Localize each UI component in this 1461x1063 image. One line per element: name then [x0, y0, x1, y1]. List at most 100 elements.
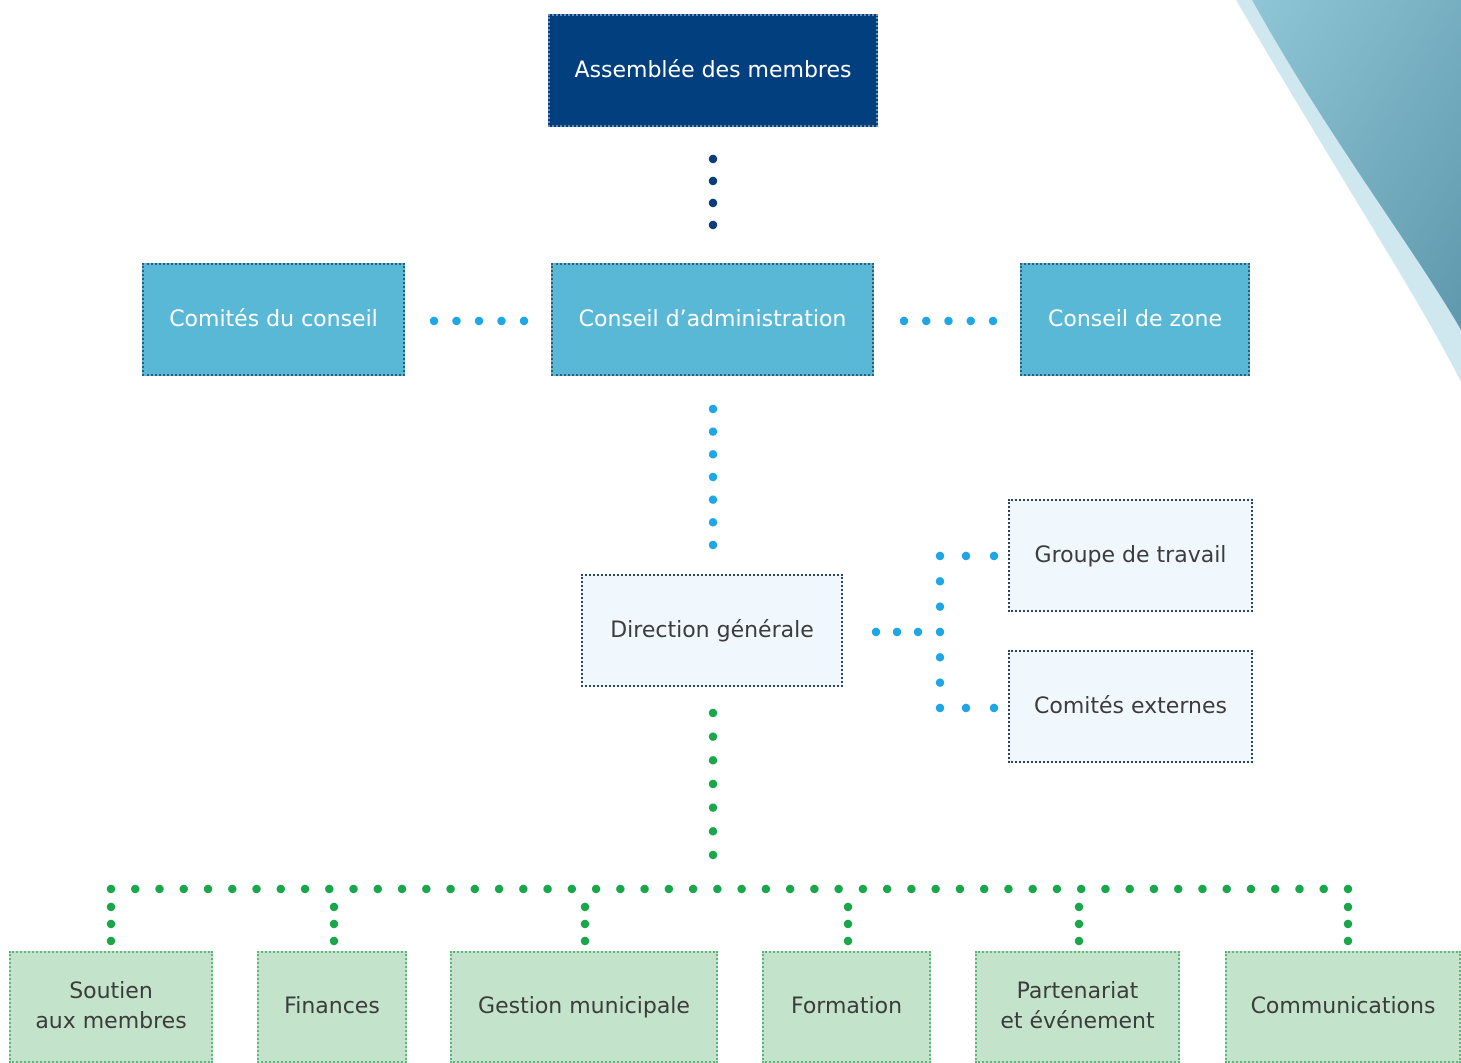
connector-dot	[708, 198, 718, 208]
department-box-partenariat: Partenariat et événement	[975, 951, 1180, 1063]
connector-dot	[397, 884, 407, 894]
department-label-soutien: Soutien aux membres	[35, 979, 187, 1034]
connector-dot	[452, 316, 461, 326]
connector-department-drop-1	[329, 902, 339, 946]
connector-dot	[1271, 884, 1280, 894]
connector-to-groupe	[961, 551, 999, 561]
connector-dot	[708, 472, 718, 482]
connector-dot	[708, 827, 718, 836]
connector-department-drop-0	[106, 902, 116, 946]
connector-side-vertical	[935, 551, 945, 713]
department-label-finances: Finances	[284, 994, 380, 1020]
connector-dot	[1074, 936, 1084, 946]
comites-conseil-label: Comités du conseil	[169, 306, 378, 332]
connector-direction-side	[871, 627, 923, 637]
department-box-formation: Formation	[762, 951, 931, 1063]
connector-dot	[1319, 884, 1328, 894]
connector-dot	[935, 703, 945, 713]
connector-dot	[580, 936, 590, 946]
conseil-administration-label: Conseil d’administration	[578, 306, 847, 332]
connector-dot	[519, 316, 529, 326]
assemblee-membres-label: Assemblée des membres	[574, 57, 852, 83]
connector-dot	[989, 551, 999, 561]
connector-dot	[329, 936, 339, 946]
connector-assemblee-conseil	[708, 154, 718, 230]
connector-dot	[1004, 884, 1013, 894]
connector-dot	[1343, 902, 1353, 912]
connector-dot	[935, 602, 945, 611]
connector-dot	[1343, 884, 1353, 894]
corner-wave-inner	[1252, 0, 1461, 330]
connector-dot	[935, 551, 945, 561]
groupe-travail-label: Groupe de travail	[1034, 542, 1227, 568]
connector-dot	[664, 884, 674, 894]
connector-dot	[708, 427, 718, 436]
connector-dot	[1074, 919, 1084, 929]
connector-dot	[785, 884, 795, 894]
connector-dot	[1295, 884, 1304, 894]
connector-dot	[935, 653, 945, 662]
connector-dot	[688, 884, 698, 894]
conseil-zone-box: Conseil de zone	[1020, 263, 1250, 376]
connector-dot	[737, 884, 746, 894]
connector-dot	[567, 884, 577, 894]
connector-dot	[907, 884, 916, 894]
connector-dot	[708, 708, 718, 718]
connector-dot	[106, 884, 116, 894]
connector-dot	[1222, 884, 1231, 894]
connector-dot	[228, 884, 237, 894]
connector-dot	[252, 884, 261, 894]
connector-department-drop-4	[1074, 902, 1084, 946]
connector-dot	[922, 316, 931, 326]
connector-comites-conseil	[429, 316, 529, 326]
connector-dot	[179, 884, 188, 894]
connector-department-drop-2	[580, 902, 590, 946]
comites-externes-label: Comités externes	[1034, 693, 1227, 719]
connector-dot	[580, 919, 590, 929]
connector-dot	[446, 884, 455, 894]
connector-dot	[708, 540, 718, 550]
connector-dot	[935, 577, 945, 586]
connector-dot	[580, 902, 590, 912]
connector-dot	[913, 627, 923, 637]
connector-dot	[1125, 884, 1134, 894]
connector-dot	[899, 316, 909, 326]
groupe-travail-box: Groupe de travail	[1008, 499, 1253, 612]
comites-externes-box: Comités externes	[1008, 650, 1253, 763]
connector-dot	[1052, 884, 1062, 894]
connector-dot	[708, 850, 718, 860]
connector-department-drop-3	[843, 902, 853, 946]
department-label-gestion-municipale: Gestion municipale	[478, 994, 690, 1020]
conseil-zone-label: Conseil de zone	[1048, 306, 1222, 332]
connector-direction-departments	[708, 708, 718, 860]
connector-dot	[519, 884, 528, 894]
connector-dot	[713, 884, 722, 894]
connector-dot	[843, 902, 853, 912]
department-label-partenariat: Partenariat et événement	[1000, 979, 1155, 1034]
connector-dot	[979, 884, 989, 894]
connector-dot	[329, 919, 339, 929]
connector-conseil-direction	[708, 404, 718, 550]
connector-dot	[988, 316, 998, 326]
connector-dot	[708, 756, 718, 765]
connector-conseil-zone	[899, 316, 998, 326]
connector-dot	[1174, 884, 1183, 894]
connector-dot	[131, 884, 140, 894]
connector-department-drop-5	[1343, 902, 1353, 946]
connector-dot	[708, 803, 718, 812]
direction-generale-label: Direction générale	[610, 617, 814, 643]
department-box-communications: Communications	[1225, 951, 1461, 1063]
connector-dot	[1343, 919, 1353, 929]
direction-generale-box: Direction générale	[581, 574, 843, 687]
connector-dot	[1149, 884, 1159, 894]
department-box-finances: Finances	[257, 951, 407, 1063]
connector-dot	[300, 884, 310, 894]
connector-dot	[708, 779, 718, 789]
connector-dot	[543, 884, 552, 894]
connector-dot	[961, 703, 971, 713]
connector-dot	[708, 495, 718, 504]
connector-dot	[1198, 884, 1207, 894]
connector-dot	[931, 884, 940, 894]
connector-dot	[871, 627, 881, 637]
connector-dot	[955, 884, 965, 894]
